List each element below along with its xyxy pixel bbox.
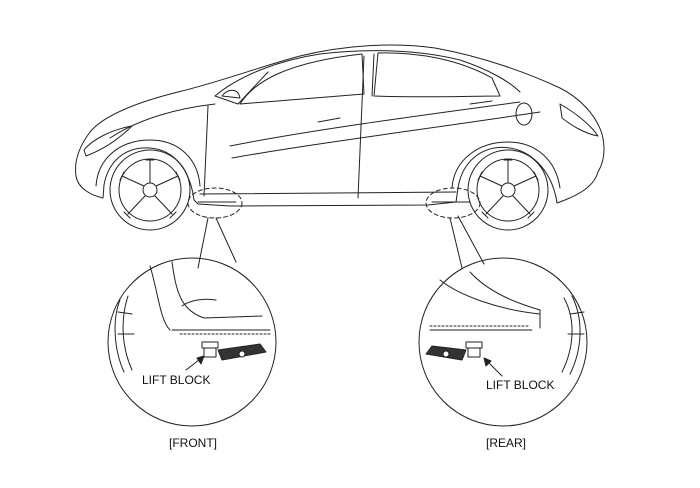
front-wheel (109, 149, 191, 231)
rear-detail-view (418, 257, 588, 427)
front-detail-view (107, 257, 277, 427)
rear-lift-block-label: LIFT BLOCK (486, 378, 555, 392)
rear-lift-point-marker (425, 187, 481, 219)
front-detail-pointer (197, 217, 237, 269)
car-body (75, 44, 605, 207)
front-lift-point-marker (187, 187, 243, 219)
front-caption: [FRONT] (169, 436, 217, 450)
rear-wheel (467, 149, 549, 231)
rear-caption: [REAR] (486, 436, 527, 450)
rear-detail-pointer (449, 215, 485, 269)
front-lift-block-label: LIFT BLOCK (142, 373, 211, 387)
